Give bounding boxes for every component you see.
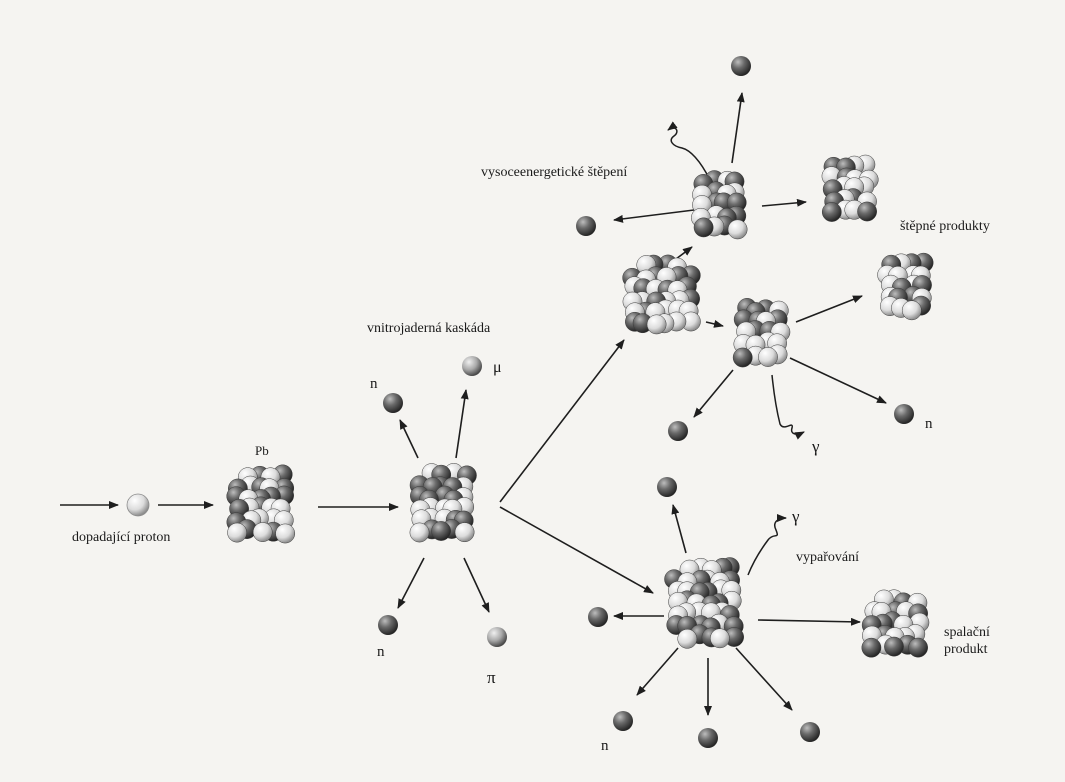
- neutron-top: [731, 56, 751, 76]
- label-spallation-product-line1: spalační: [944, 625, 990, 640]
- arrow-upper-frag-to-left-n: [613, 209, 695, 223]
- arrow-upper-frag-to-top-n: [731, 92, 745, 164]
- label-spallation-product-line2: produkt: [944, 642, 988, 657]
- arrow-evap-to-spallation: [757, 617, 861, 626]
- neutron-sphere: [857, 201, 877, 222]
- lower-fission-fragment: [732, 298, 791, 368]
- proton-sphere: [454, 522, 475, 543]
- upper-fission-fragment: [691, 170, 748, 240]
- gamma-emissions: [667, 121, 805, 576]
- neutron-cascade-upper: [383, 393, 403, 413]
- neutron-evap-bottom-right: [800, 722, 820, 742]
- neutron-evap-bottom: [698, 728, 718, 748]
- proton-sphere: [227, 522, 247, 543]
- neutron-sphere: [431, 521, 451, 541]
- proton-sphere: [275, 523, 296, 544]
- arrow-lower-frag-to-left-n: [693, 369, 734, 418]
- neutron-sphere: [884, 636, 904, 657]
- fission-product-lower: [877, 252, 934, 321]
- label-target-pb: Pb: [255, 443, 269, 458]
- neutron-evap-up: [657, 477, 677, 497]
- arrow-cascade-to-n-lower: [397, 557, 425, 609]
- arrow-lower-frag-to-right-n: [789, 357, 887, 404]
- neutron-sphere: [908, 637, 928, 658]
- label-pion: π: [487, 668, 496, 687]
- arrow-fission-to-lower-frag: [705, 320, 724, 328]
- arrow-cascade-to-n-upper: [399, 419, 419, 459]
- gamma-wave-evaporation: [747, 514, 787, 576]
- arrow-upper-frag-to-product: [761, 198, 807, 207]
- label-fission-products: štěpné produkty: [900, 219, 990, 234]
- evaporating-nucleus: [664, 557, 744, 649]
- arrow-lower-frag-to-product: [795, 295, 863, 323]
- proton-sphere: [758, 347, 778, 367]
- arrow-evap-to-n-br: [735, 647, 793, 711]
- neutron-upper-left: [576, 216, 596, 236]
- label-intranuclear-cascade: vnitrojaderná kaskáda: [367, 321, 491, 336]
- particles: [126, 56, 914, 748]
- label-high-energy-fission: vysoceenergetické štěpení: [481, 165, 627, 180]
- label-neutron-cascade-lower: n: [377, 644, 385, 660]
- arrow-cascade-to-muon: [455, 389, 469, 459]
- label-incident-proton: dopadající proton: [72, 530, 170, 545]
- muon-particle: [462, 356, 482, 376]
- label-evaporation: vypařování: [796, 550, 859, 565]
- proton-sphere: [646, 314, 667, 335]
- gamma-wave-fission: [667, 121, 711, 181]
- label-neutron-cascade-upper: n: [370, 376, 378, 392]
- neutron-evap-bottom-left: [613, 711, 633, 731]
- proton-sphere: [252, 522, 273, 542]
- pion-particle: [487, 627, 507, 647]
- neutron-sphere: [861, 637, 882, 658]
- label-gamma-lower-frag: γ: [811, 437, 820, 456]
- labels: dopadající proton Pb vnitrojaderná kaská…: [72, 165, 990, 754]
- proton-sphere: [727, 219, 748, 240]
- gamma-wave-lower-frag: [771, 374, 805, 440]
- neutron-sphere: [693, 217, 714, 238]
- arrow-cascade-to-evaporation: [499, 506, 654, 594]
- neutron-mid-left: [668, 421, 688, 441]
- label-neutron-evap-bottom-left: n: [601, 738, 609, 754]
- proton-sphere: [677, 628, 698, 649]
- arrows: [60, 92, 887, 716]
- pb-nucleus: [226, 464, 296, 544]
- cascade-nucleus: [409, 463, 477, 543]
- proton-sphere: [901, 300, 922, 321]
- arrow-cascade-to-fission: [499, 339, 625, 503]
- label-neutron-mid-right: n: [925, 416, 933, 432]
- label-muon: μ: [493, 359, 502, 376]
- incident-proton-particle: [126, 493, 150, 517]
- spallation-product-nucleus: [861, 589, 930, 658]
- proton-sphere: [409, 522, 430, 543]
- neutron-cascade-lower: [378, 615, 398, 635]
- arrow-evap-to-n-bl: [636, 647, 679, 696]
- fission-product-upper: [821, 154, 879, 222]
- label-gamma-evaporation: γ: [791, 507, 800, 526]
- neutron-evap-left: [588, 607, 608, 627]
- proton-sphere: [710, 628, 730, 649]
- neutron-sphere: [821, 202, 842, 222]
- arrow-evap-to-up-n: [671, 504, 687, 554]
- fission-nucleus: [622, 254, 701, 335]
- neutron-mid-right: [894, 404, 914, 424]
- neutron-sphere: [732, 347, 753, 368]
- arrow-cascade-to-pion: [463, 557, 490, 613]
